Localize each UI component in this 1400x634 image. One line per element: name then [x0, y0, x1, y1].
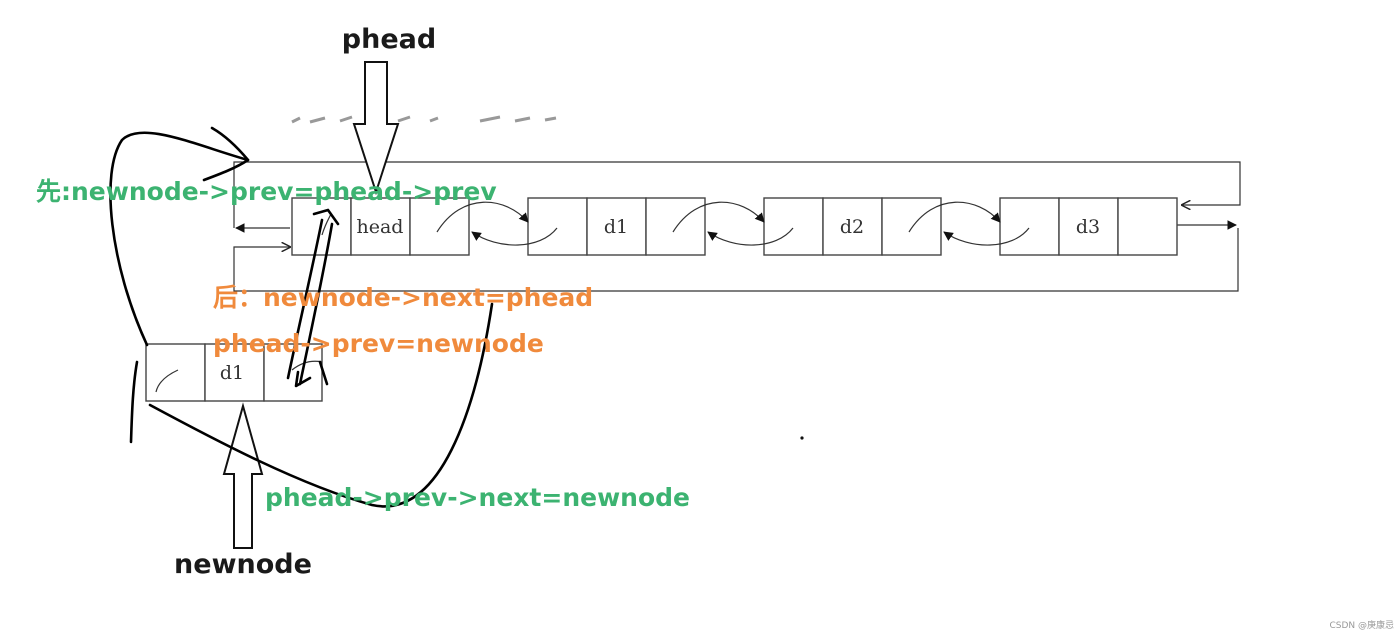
faint-scribble	[291, 115, 557, 124]
step-after-2-label: phead->prev=newnode	[213, 329, 544, 358]
step-first-label: 先:newnode->prev=phead->prev	[36, 177, 497, 206]
newnode-pointer-arrow	[222, 402, 264, 549]
node-links	[321, 201, 1030, 246]
stray-dot	[800, 436, 804, 440]
node-head: head	[291, 197, 470, 256]
node-head-label: head	[357, 216, 404, 238]
phead-pointer-arrow	[352, 61, 400, 196]
node-d3-label: d3	[1076, 216, 1100, 238]
main-list: head d1 d2 d3	[291, 197, 1178, 256]
watermark: CSDN @庚康忌	[1329, 619, 1394, 631]
newnode-label: newnode	[174, 549, 312, 580]
step-last-label: phead->prev->next=newnode	[265, 483, 690, 512]
node-d3: d3	[999, 197, 1178, 256]
phead-label: phead	[342, 24, 436, 55]
node-d2: d2	[763, 197, 942, 256]
node-d2-label: d2	[840, 216, 864, 238]
new-node-label: d1	[220, 362, 244, 384]
node-d1-label: d1	[604, 216, 628, 238]
hand-drawn-strokes	[109, 126, 494, 508]
step-after-1-label: 后：newnode->next=phead	[213, 283, 593, 312]
node-d1: d1	[527, 197, 706, 256]
